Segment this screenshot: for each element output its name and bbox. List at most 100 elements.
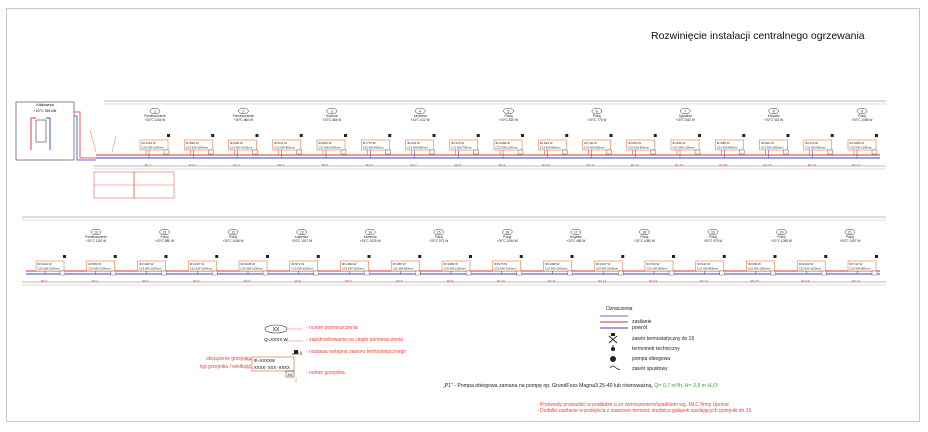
radiator-code-box (313, 270, 319, 276)
bottom-room-name: Pokój (229, 235, 237, 239)
radiator-code-box (340, 149, 347, 155)
bottom-radiator-type: C22 600-1100mm (291, 267, 314, 271)
valve-icon (609, 134, 613, 137)
top-room-number: 1 (154, 109, 156, 113)
room-number-ellipse (414, 107, 426, 115)
radiator-code-box (821, 270, 827, 276)
top-radiator-type: C22 600-900mm (363, 146, 385, 150)
bottom-radiator-code: R2.12 (598, 279, 606, 283)
bottom-radiator-power: Φ=1027 W (190, 262, 205, 266)
radiator-box (238, 260, 268, 272)
top-room-number: 9 (861, 109, 863, 113)
radiator-code-box (473, 149, 479, 155)
valve-icon (255, 134, 259, 137)
bottom-room-demand: +20°C 1110 W (86, 239, 106, 243)
bottom-radiator-type: C22 600-1000mm (748, 267, 771, 271)
bottom-radiator-code: R2.6 (295, 279, 302, 283)
radiator-code-box (827, 149, 833, 155)
bottom-radiator-power: Φ=1046 W (139, 262, 154, 266)
top-radiator-code: R1.14 (719, 163, 727, 167)
boiler-icon (35, 119, 47, 143)
valve-icon (824, 255, 828, 258)
radiator-code-box (262, 270, 269, 276)
legend-return: powrót (632, 325, 648, 331)
valve-icon (521, 134, 524, 137)
bottom-room-number: 18 (642, 230, 646, 234)
bottom-radiator-code: R2.13 (649, 279, 657, 283)
room-number-symbol (264, 324, 288, 334)
room-number-ellipse (856, 107, 868, 115)
valve-icon (316, 255, 320, 258)
radiator-box (644, 260, 674, 272)
top-radiator-power: Φ=470 W (805, 141, 818, 145)
valve-icon (344, 134, 347, 137)
bottom-radiator-power: Φ=710 W (850, 262, 863, 266)
radiator-box (493, 139, 523, 151)
key-heater-number-note: - numer grzejnika (306, 370, 345, 376)
radiator-box (796, 260, 826, 272)
drawing-frame (6, 8, 920, 422)
radiator-box (35, 260, 65, 272)
bottom-radiator-power: Φ=1094 W (342, 262, 357, 266)
room-number-ellipse (227, 228, 239, 236)
radiator-code-box (252, 149, 258, 155)
radiator-box (139, 139, 169, 151)
bottom-radiator-power: Φ=485 W (393, 262, 406, 266)
bottom-room-name: Korytarz (570, 235, 582, 239)
bottom-radiator-power: Φ=900 W (748, 262, 761, 266)
bottom-radiator-type: C22 600-1200mm (545, 267, 568, 271)
bottom-radiator-type: C22 600-1200mm (190, 267, 213, 271)
top-radiator-code: R1.6 (366, 163, 373, 167)
top-radiator-code: R1.5 (322, 163, 329, 167)
top-radiator-code: R1.7 (410, 163, 417, 167)
radiator-code-box (719, 270, 725, 276)
top-radiator-power: Φ=854 W (230, 141, 243, 145)
bottom-room-number: 16 (505, 230, 509, 234)
valve-icon (773, 255, 777, 258)
top-radiator-code: R1.2 (189, 163, 196, 167)
top-radiator-type: C21 600-800mm (717, 146, 739, 150)
key-heater-type-label: typ grzejnika / wielkość (200, 364, 252, 370)
note-2: - Dodatki zasilanie w podejścia z zawore… (537, 408, 752, 414)
legend-symbols (600, 315, 628, 371)
bottom-radiator-power: Φ=880 W (88, 262, 101, 266)
valve-icon (830, 134, 834, 137)
bottom-radiator-power: Φ=1098 W (545, 262, 560, 266)
top-room-demand: +24°C 612 W (411, 118, 430, 122)
bottom-room-demand: +20°C 1097 W (840, 239, 861, 243)
radiator-box (759, 139, 788, 151)
valve-icon (432, 134, 436, 137)
bottom-radiator-code: R2.3 (142, 279, 149, 283)
valve-icon (299, 134, 303, 137)
valve-icon (367, 255, 371, 258)
bottom-room-number: 15 (437, 230, 441, 234)
bottom-radiator-power: Φ=1110 W (38, 262, 52, 266)
bottom-room-demand: +20°C 1094 W (497, 239, 518, 243)
key-room-number-note: - numer pomieszczenia (306, 325, 358, 331)
bottom-radiator-type: C21 600-800mm (697, 267, 719, 271)
bottom-room-number: 17 (574, 230, 578, 234)
radiator-box (847, 139, 877, 151)
valve-icon (786, 134, 790, 137)
valve-icon (653, 134, 657, 137)
top-room-demand: +20°C 415 W (764, 118, 783, 122)
top-radiator-code: R1.17 (852, 163, 860, 167)
bottom-radiator-code: R2.1 (41, 279, 48, 283)
top-radiator-type: C22 600-1200mm (496, 146, 519, 150)
bottom-radiator-type: C22 600-1000mm (88, 267, 111, 271)
bottom-radiator-code: R2.15 (750, 279, 758, 283)
valve-icon (519, 255, 523, 258)
top-radiator-power: Φ=415 W (451, 141, 464, 145)
